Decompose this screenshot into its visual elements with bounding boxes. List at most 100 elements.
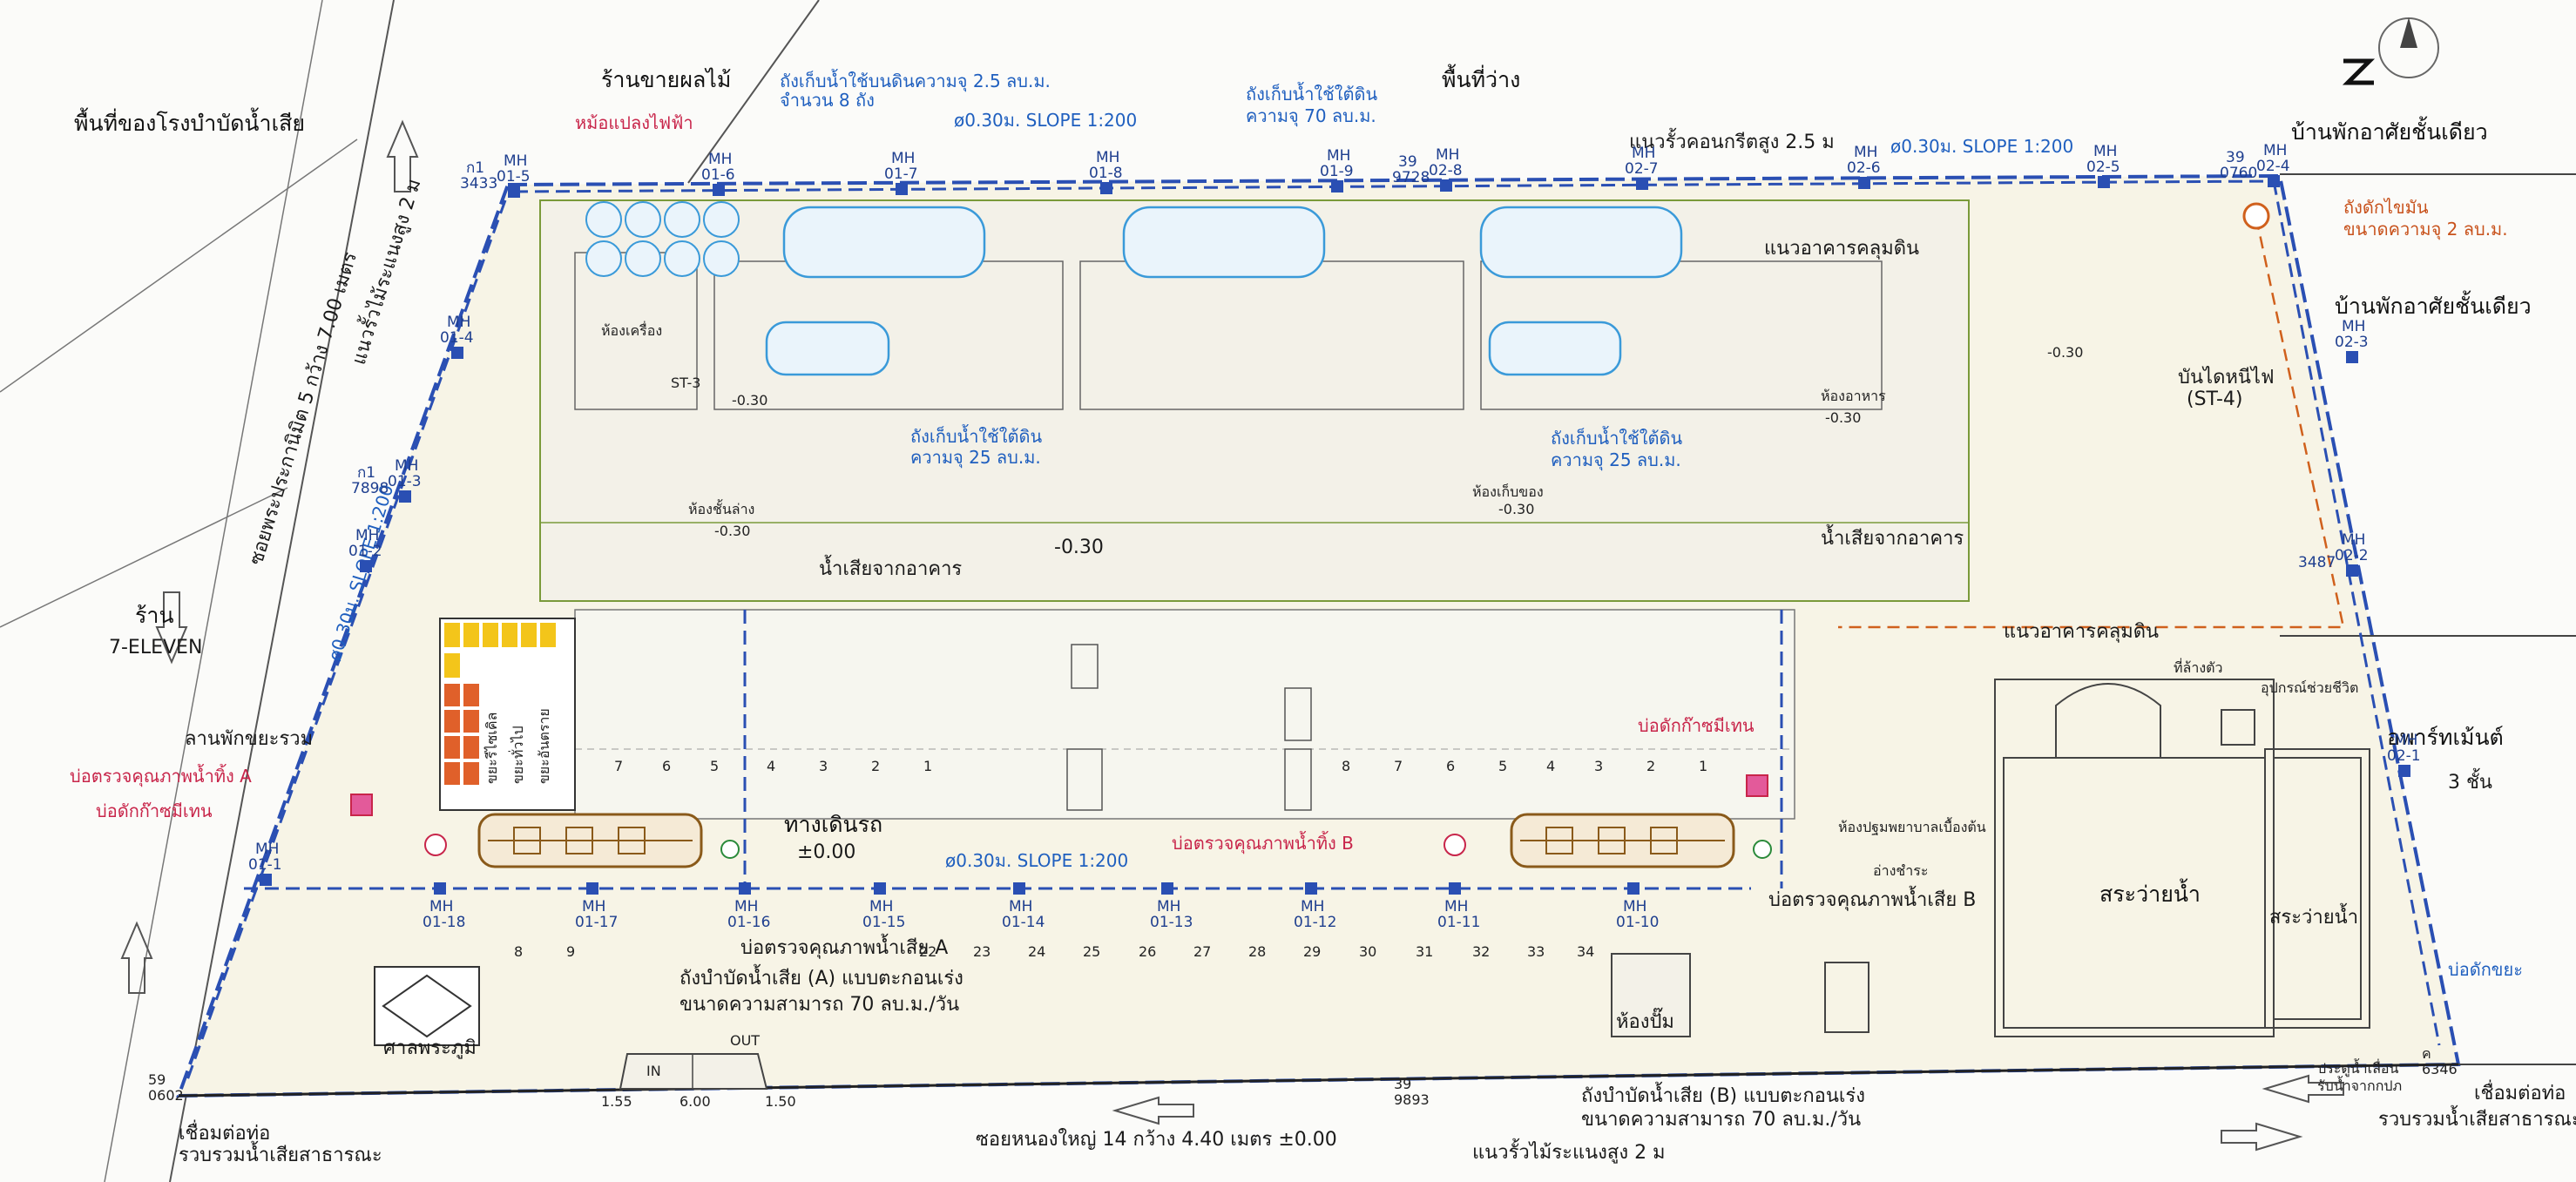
parking-number: 23 bbox=[973, 943, 991, 960]
garbage-area bbox=[439, 618, 576, 811]
manhole-prefix: MH bbox=[891, 150, 915, 167]
corner-mark-elev: 6346 bbox=[2422, 1061, 2458, 1077]
manhole-id: 02-1 bbox=[2387, 747, 2421, 765]
small-water-tanks bbox=[585, 201, 740, 277]
manhole-icon bbox=[2346, 351, 2358, 363]
upper-parking-number: 3 bbox=[819, 758, 828, 774]
manhole-icon bbox=[1161, 882, 1173, 895]
label-tank-right-under-cap: ความจุ 25 ลบ.ม. bbox=[1551, 449, 1681, 471]
manhole-id: 02-2 bbox=[2335, 547, 2369, 564]
label-inspect-waste-b: บ่อตรวจคุณภาพน้ำเสีย B bbox=[1768, 886, 1976, 911]
upper-parking-number: 4 bbox=[767, 758, 775, 774]
room-text: ห้องชั้นล่าง bbox=[688, 499, 754, 517]
manhole-icon bbox=[360, 560, 372, 572]
room-text: -0.30 bbox=[714, 523, 750, 539]
manhole-id: 01-3 bbox=[388, 473, 422, 490]
manhole-prefix: MH bbox=[1623, 898, 1646, 915]
manhole-elev: 7898 bbox=[351, 480, 389, 497]
label-dim3: 1.50 bbox=[765, 1093, 796, 1110]
label-fire-stair-code: (ST-4) bbox=[2187, 388, 2243, 410]
upper-parking-number: 7 bbox=[614, 758, 623, 774]
room-text: -0.30 bbox=[1825, 409, 1861, 426]
manhole-icon bbox=[508, 186, 520, 198]
label-connect-left: เชื่อมต่อท่อ bbox=[179, 1119, 270, 1145]
label-tank-right-under: ถังเก็บน้ำใช้ใต้ดิน bbox=[1551, 426, 1683, 449]
manhole-id: 01-8 bbox=[1089, 165, 1123, 182]
label-walkway: ทางเดินรถ bbox=[784, 812, 882, 837]
manhole-icon bbox=[1858, 177, 1870, 189]
manhole-icon bbox=[1331, 180, 1343, 192]
manhole-icon bbox=[1440, 179, 1452, 192]
manhole-icon bbox=[434, 882, 446, 895]
pump-room bbox=[1611, 709, 2255, 1037]
manhole-icon bbox=[399, 490, 411, 503]
label-grease-tank-cap: ขนาดความจุ 2 ลบ.ม. bbox=[2343, 219, 2508, 240]
underground-tanks bbox=[765, 206, 1683, 376]
manhole-elev: 3433 bbox=[460, 175, 497, 192]
manhole-elev: 9728 bbox=[1392, 169, 1430, 186]
label-inspect-a: บ่อตรวจคุณภาพน้ำทิ้ง A bbox=[70, 764, 252, 787]
manhole-prefix: MH bbox=[355, 527, 379, 544]
label-connect-right: เชื่อมต่อท่อ bbox=[2474, 1079, 2566, 1104]
bin-sign-text: ขยะอันตราย bbox=[536, 708, 552, 784]
label-top-left-area: พื้นที่ของโรงบำบัดน้ำเสีย bbox=[74, 107, 305, 136]
manhole-id: 01-15 bbox=[862, 914, 905, 931]
label-overflow: ประตูน้ำเลื่อน bbox=[2317, 1058, 2399, 1077]
manhole-ref: 39 bbox=[2226, 149, 2245, 166]
manhole-id: 02-7 bbox=[1625, 160, 1659, 178]
label-fruit-shop: ร้านขายผลไม้ bbox=[601, 67, 731, 92]
manhole-elev: 3487 bbox=[2298, 554, 2336, 571]
upper-parking-number: 6 bbox=[662, 758, 671, 774]
label-life-saving: อุปกรณ์ช่วยชีวิต bbox=[2261, 679, 2358, 697]
label-pump-room: ห้องปั๊ม bbox=[1616, 1007, 1674, 1033]
label-apartment-floors: 3 ชั้น bbox=[2448, 768, 2492, 794]
label-inspect-waste-a: บ่อตรวจคุณภาพน้ำเสีย A bbox=[740, 934, 948, 959]
label-shower: อ่างชำระ bbox=[1873, 862, 1928, 879]
manhole-prefix: MH bbox=[2093, 143, 2117, 160]
label-house-right: บ้านพักอาศัยชั้นเดียว bbox=[2335, 290, 2532, 319]
manhole-icon bbox=[451, 347, 463, 359]
manhole-id: 01-16 bbox=[727, 914, 770, 931]
parking-number: 31 bbox=[1416, 943, 1433, 960]
label-empty-area: พื้นที่ว่าง bbox=[1442, 64, 1520, 92]
label-treat-b-cap: ขนาดความสามารถ 70 ลบ.ม./วัน bbox=[1581, 1109, 1861, 1131]
manhole-icon bbox=[2268, 175, 2280, 187]
corner-mark-ref: 59 bbox=[148, 1071, 166, 1088]
label-pool2: สระว่ายน้ำ bbox=[2269, 903, 2358, 929]
manhole-icon bbox=[1100, 182, 1112, 194]
room-text: ห้องเครื่อง bbox=[601, 321, 662, 339]
parking-number: 27 bbox=[1193, 943, 1211, 960]
manhole-id: 01-5 bbox=[497, 168, 531, 186]
label-trap-right: บ่อดักก๊าซมีเทน bbox=[1638, 715, 1755, 736]
manhole-elev: 0760 bbox=[2220, 165, 2257, 182]
label-treat-b: ถังบำบัดน้ำเสีย (B) แบบตะกอนเร่ง bbox=[1581, 1082, 1865, 1107]
corner-mark-ref: ค bbox=[2422, 1045, 2431, 1062]
upper-parking-number: 5 bbox=[710, 758, 719, 774]
grease-drain bbox=[1838, 217, 2345, 629]
label-slope-top1: ø0.30ม. SLOPE 1:200 bbox=[954, 110, 1137, 131]
manhole-prefix: MH bbox=[1436, 146, 1459, 164]
parking-number: 9 bbox=[566, 943, 575, 960]
label-basement-line2: แนวอาคารคลุมดิน bbox=[2004, 621, 2159, 643]
manhole-id: 01-18 bbox=[423, 914, 465, 931]
parking-number: 25 bbox=[1083, 943, 1100, 960]
label-slope-top2: ø0.30ม. SLOPE 1:200 bbox=[1890, 136, 2073, 157]
manhole-icon bbox=[713, 184, 725, 196]
label-out: OUT bbox=[730, 1032, 760, 1049]
label-garbage-pit: บ่อดักขยะ bbox=[2448, 959, 2523, 980]
manhole-id: 01-9 bbox=[1320, 163, 1354, 180]
